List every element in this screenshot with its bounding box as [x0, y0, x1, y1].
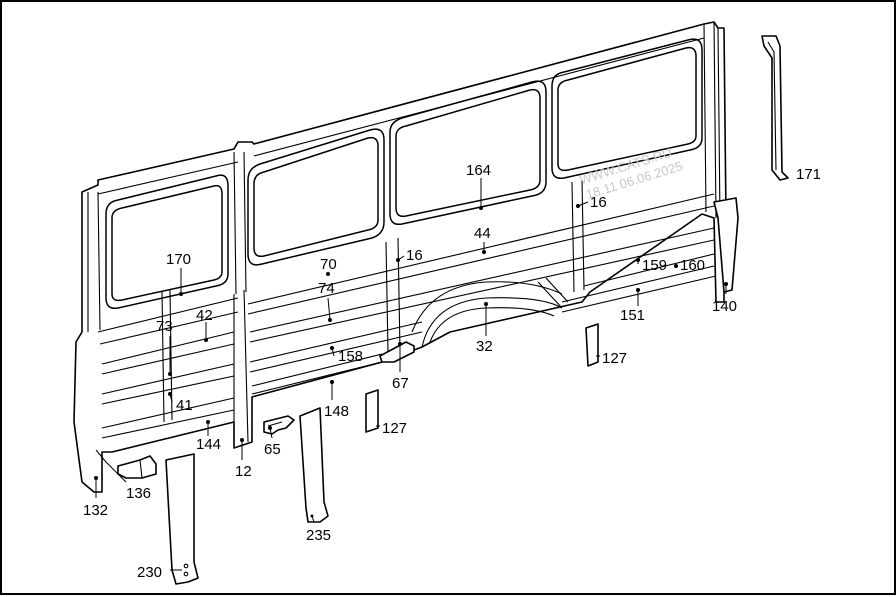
callout-171: 171 [796, 166, 821, 183]
callout-12: 12 [235, 463, 252, 480]
part-65 [263, 415, 295, 435]
callout-16-right: 16 [590, 194, 607, 211]
callout-labels: 170 164 16 16 171 70 74 44 159 160 140 4… [83, 162, 821, 581]
callout-67: 67 [392, 375, 409, 392]
callout-132: 132 [83, 502, 108, 519]
part-127-right [585, 323, 599, 367]
callout-235: 235 [306, 527, 331, 544]
window-1 [105, 174, 229, 310]
callout-70: 70 [320, 256, 337, 273]
callout-127-middle: 127 [382, 420, 407, 437]
window-4 [551, 38, 703, 180]
callout-160: 160 [680, 257, 705, 274]
callout-16-centre: 16 [406, 247, 423, 264]
callout-44: 44 [474, 225, 491, 242]
callout-230: 230 [137, 564, 162, 581]
window-3 [389, 80, 547, 226]
callout-148: 148 [324, 403, 349, 420]
part-230 [165, 453, 199, 585]
callout-73: 73 [156, 318, 173, 335]
callout-127-right: 127 [602, 350, 627, 367]
callout-74: 74 [318, 280, 335, 297]
cross-members [97, 179, 717, 439]
part-140 [713, 197, 739, 293]
callout-32: 32 [476, 338, 493, 355]
window-2 [247, 128, 385, 266]
callout-65: 65 [264, 441, 281, 458]
window-openings [105, 38, 703, 310]
part-136 [117, 455, 157, 479]
part-171 [761, 35, 789, 181]
part-127-middle [365, 389, 379, 433]
callout-144: 144 [196, 436, 221, 453]
leader-lines [94, 178, 728, 571]
callout-159: 159 [642, 257, 667, 274]
callout-164: 164 [466, 162, 491, 179]
callout-41: 41 [176, 397, 193, 414]
callout-151: 151 [620, 307, 645, 324]
callout-170: 170 [166, 251, 191, 268]
callout-42: 42 [196, 307, 213, 324]
callout-140: 140 [712, 298, 737, 315]
callout-136: 136 [126, 485, 151, 502]
part-235 [299, 407, 329, 523]
callout-158: 158 [338, 348, 363, 365]
part-67 [379, 341, 415, 363]
